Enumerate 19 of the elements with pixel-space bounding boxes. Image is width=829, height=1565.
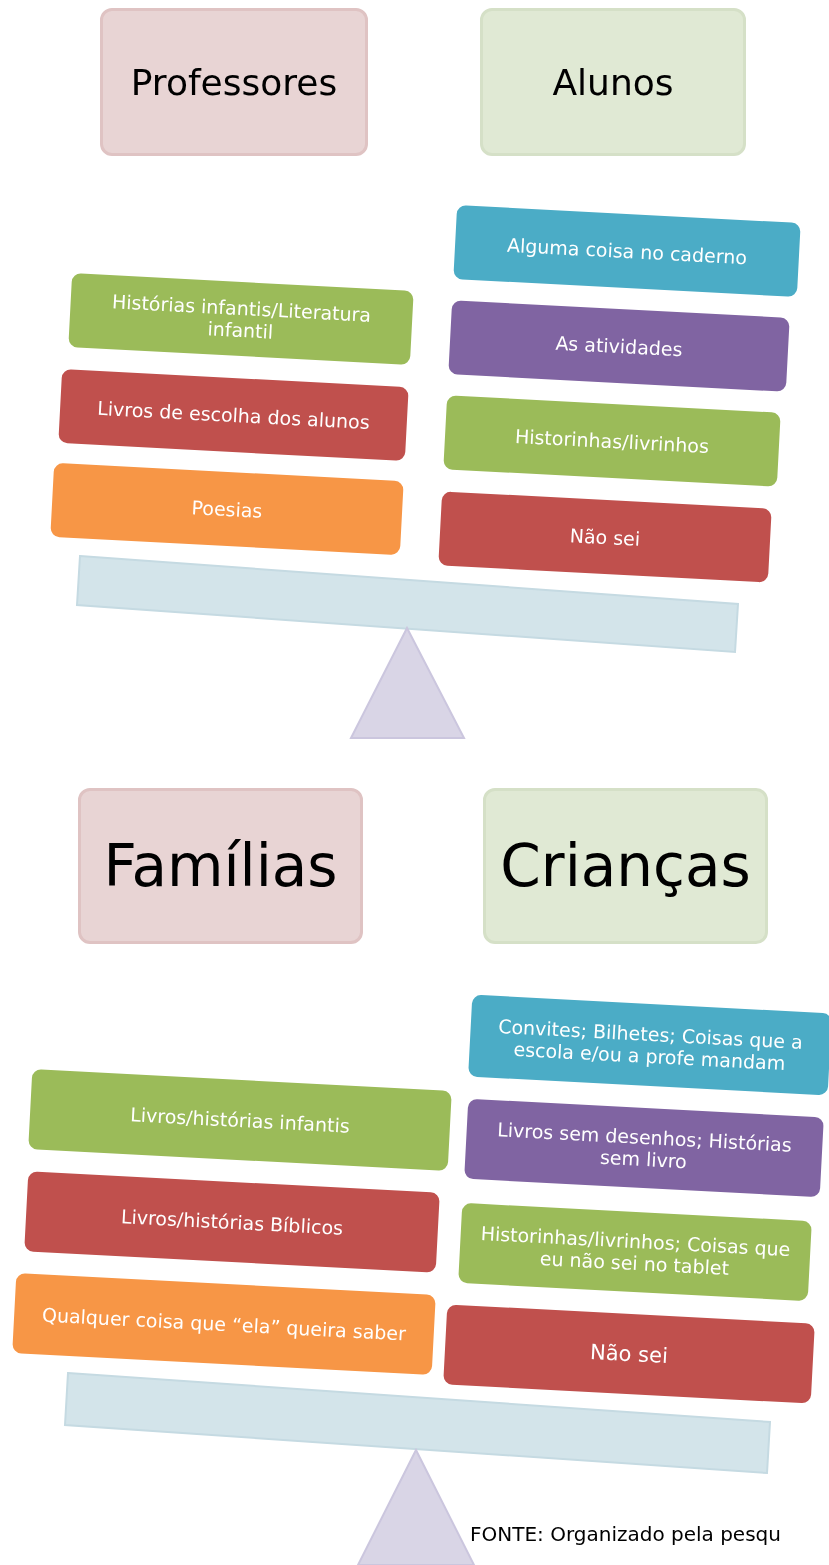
answer-box: Historinhas/livrinhos; Coisas que eu não sei no tablet — [458, 1202, 812, 1302]
answer-box: Livros sem desenhos; Histórias sem livro — [464, 1098, 824, 1198]
answer-box: Histórias infantis/Literatura infantil — [68, 273, 414, 365]
heading-box: Alunos — [480, 8, 746, 156]
answer-box: Historinhas/livrinhos — [443, 395, 781, 487]
answer-box: Poesias — [50, 462, 404, 556]
answer-box: Qualquer coisa que “ela” queira saber — [12, 1273, 436, 1375]
source-note: FONTE: Organizado pela pesqu — [470, 1522, 781, 1546]
answer-box: Não sei — [443, 1304, 815, 1404]
answer-box: Alguma coisa no caderno — [453, 205, 801, 297]
answer-box: Livros de escolha dos alunos — [58, 368, 409, 462]
answer-box: Não sei — [438, 491, 772, 583]
heading-box: Professores — [100, 8, 368, 156]
answer-box: Convites; Bilhetes; Coisas que a escola e/ou a profe mandam — [468, 994, 829, 1096]
answer-box: Livros/histórias Bíblicos — [24, 1171, 440, 1273]
answer-box: Livros/histórias infantis — [28, 1069, 452, 1171]
heading-box: Famílias — [78, 788, 363, 944]
answer-box: As atividades — [448, 300, 790, 392]
heading-box: Crianças — [483, 788, 768, 944]
